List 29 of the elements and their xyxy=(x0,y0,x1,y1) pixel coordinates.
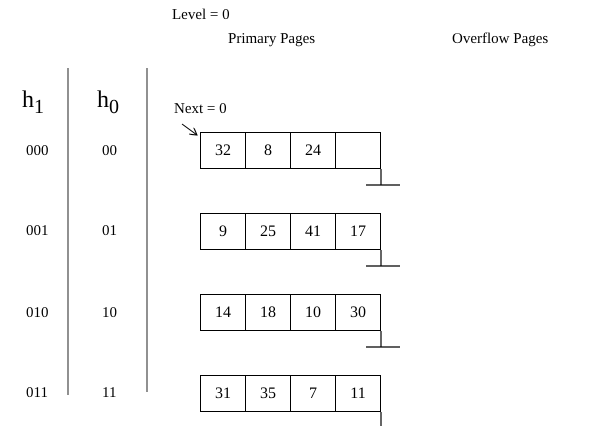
bucket-slot: 18 xyxy=(245,294,291,331)
bucket-slot: 14 xyxy=(200,294,246,331)
hash-function-label: h$_{1}$ xyxy=(22,88,44,117)
text-label: Overflow Pages xyxy=(452,32,548,47)
text-label: 000 xyxy=(26,144,48,159)
bucket-slot: 17 xyxy=(335,213,381,250)
bucket-slot: 41 xyxy=(290,213,336,250)
bucket-slot: 7 xyxy=(290,375,336,412)
text-label: Primary Pages xyxy=(228,32,316,47)
text-label: Level = 0 xyxy=(172,8,230,23)
bucket-slot: 25 xyxy=(245,213,291,250)
text-label: 010 xyxy=(26,306,48,321)
bucket-slot: 24 xyxy=(290,132,336,169)
bucket-slot: 32 xyxy=(200,132,246,169)
bucket-slot: 9 xyxy=(200,213,246,250)
text-label: 10 xyxy=(102,306,117,321)
bucket-slot: 10 xyxy=(290,294,336,331)
bucket-slot: 35 xyxy=(245,375,291,412)
text-label: 00 xyxy=(102,144,117,159)
bucket-slot: 8 xyxy=(245,132,291,169)
hash-function-label: h$_{0}$ xyxy=(97,88,119,117)
text-label: 011 xyxy=(26,386,48,401)
pointer-label: Next = 0 xyxy=(174,102,227,117)
text-label: 001 xyxy=(26,224,48,239)
bucket-slot: 11 xyxy=(335,375,381,412)
text-label: 01 xyxy=(102,224,117,239)
bucket-slot: 31 xyxy=(200,375,246,412)
bucket-slot: 30 xyxy=(335,294,381,331)
text-label: 11 xyxy=(102,386,116,401)
